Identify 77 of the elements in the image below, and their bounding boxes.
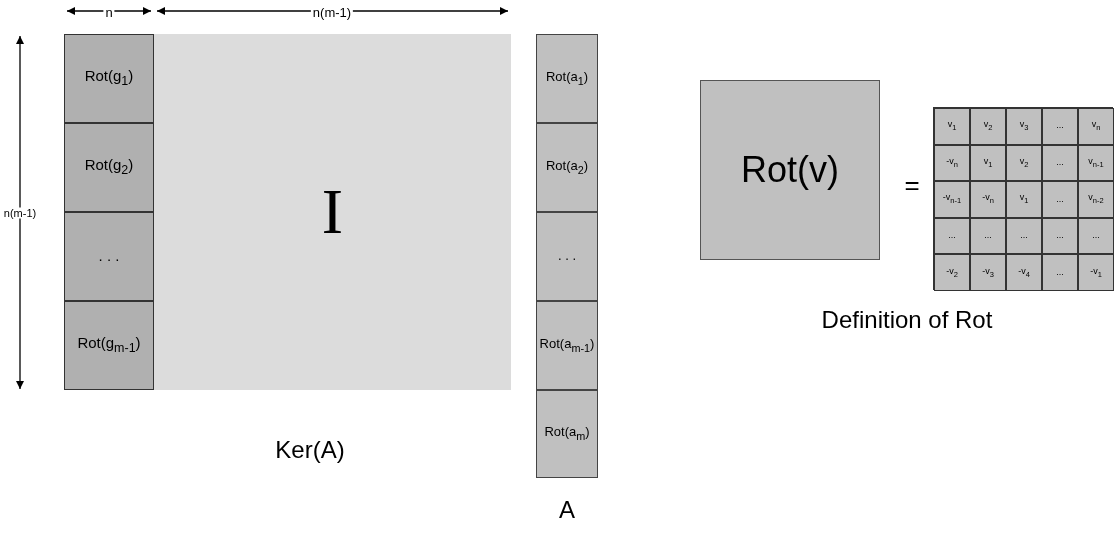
identity-symbol: I xyxy=(321,176,344,248)
matrix-entry: v$_{n-1}$ xyxy=(1088,156,1104,169)
matrix-cell xyxy=(1006,254,1042,291)
matrix-cell xyxy=(1078,217,1114,255)
matrix-cell xyxy=(1006,217,1042,255)
matrix-cell xyxy=(1042,144,1078,182)
matrix-entry: . . . xyxy=(557,249,577,264)
matrix-cell xyxy=(934,217,970,255)
matrix-entry: ... xyxy=(1092,231,1100,242)
matrix-entry: -v$_{1}$ xyxy=(1090,266,1102,279)
matrix-cell xyxy=(1006,108,1042,145)
matrix-entry: . . . xyxy=(98,248,120,265)
matrix-block xyxy=(64,34,511,390)
rotation-matrix-grid xyxy=(933,107,1113,290)
vector-column xyxy=(536,34,598,478)
matrix-entry: ... xyxy=(1056,231,1064,242)
matrix-entry: ... xyxy=(1020,231,1028,242)
matrix-cell xyxy=(536,123,598,212)
matrix-cell xyxy=(536,34,598,123)
matrix-cell xyxy=(64,34,154,123)
matrix-cell xyxy=(1042,108,1078,145)
matrix-cell xyxy=(536,390,598,478)
matrix-cell xyxy=(536,212,598,301)
matrix-cell xyxy=(536,301,598,390)
matrix-entry: Rot(a$_{1}$) xyxy=(545,69,589,88)
matrix-entry: -v$_{n-1}$ xyxy=(942,193,962,206)
dimension-label: n(m-1) xyxy=(1,207,39,219)
matrix-entry: -v$_{n}$ xyxy=(946,156,958,169)
matrix-cell xyxy=(1006,181,1042,218)
matrix-entry: v$_{2}$ xyxy=(1019,156,1029,169)
matrix-entry: Rot(v) xyxy=(741,150,839,190)
matrix-entry: Rot(g$_{2}$) xyxy=(84,157,134,178)
matrix-entry: ... xyxy=(948,231,956,242)
identity-block xyxy=(154,34,511,390)
matrix-cell xyxy=(64,123,154,212)
matrix-cell xyxy=(64,212,154,301)
matrix-entry: v$_{1}$ xyxy=(1019,193,1029,206)
matrix-entry: Rot(g$_{1}$) xyxy=(84,68,134,89)
matrix-entry: -v$_{2}$ xyxy=(946,266,958,279)
matrix-cell xyxy=(934,181,970,218)
matrix-entry: -v$_{n}$ xyxy=(982,193,994,206)
matrix-entry: ... xyxy=(1056,267,1064,278)
matrix-cell xyxy=(1078,108,1114,145)
matrix-entry: ... xyxy=(984,231,992,242)
matrix-cell xyxy=(1006,144,1042,182)
matrix-cell xyxy=(970,144,1006,182)
matrix-entry: ... xyxy=(1056,157,1064,168)
matrix-entry: v$_{1}$ xyxy=(947,120,957,133)
matrix-entry: -v$_{3}$ xyxy=(982,266,994,279)
matrix-entry: ... xyxy=(1056,121,1064,132)
matrix-entry: v$_{n}$ xyxy=(1091,120,1101,133)
matrix-entry: Rot(g$_{m-1}$) xyxy=(77,335,141,356)
matrix-cell xyxy=(970,217,1006,255)
matrix-entry: Rot(a$_{m}$) xyxy=(544,425,590,443)
matrix-entry: v$_{1}$ xyxy=(983,156,993,169)
matrix-cell xyxy=(1078,181,1114,218)
matrix-entry: Rot(a$_{2}$) xyxy=(545,158,589,177)
matrix-cell xyxy=(1078,144,1114,182)
matrix-cell xyxy=(934,144,970,182)
matrix-cell xyxy=(970,108,1006,145)
matrix-cell xyxy=(970,254,1006,291)
dimension-label: n(m-1) xyxy=(310,5,354,19)
matrix-cell xyxy=(1078,254,1114,291)
matrix-entry: v$_{3}$ xyxy=(1019,120,1029,133)
matrix-cell xyxy=(1042,181,1078,218)
matrix-entry: -v$_{4}$ xyxy=(1018,266,1030,279)
matrix-cell xyxy=(1042,217,1078,255)
rotation-matrix-block xyxy=(700,80,880,260)
matrix-cell xyxy=(1042,254,1078,291)
matrix-cell xyxy=(970,181,1006,218)
matrix-entry: ... xyxy=(1056,194,1064,205)
matrix-cell xyxy=(934,108,970,145)
matrix-entry: v$_{2}$ xyxy=(983,120,993,133)
matrix-cell xyxy=(934,254,970,291)
matrix-entry: v$_{n-2}$ xyxy=(1088,193,1104,206)
matrix-entry: Rot(a$_{m-1}$) xyxy=(539,336,595,355)
matrix-cell xyxy=(64,301,154,390)
